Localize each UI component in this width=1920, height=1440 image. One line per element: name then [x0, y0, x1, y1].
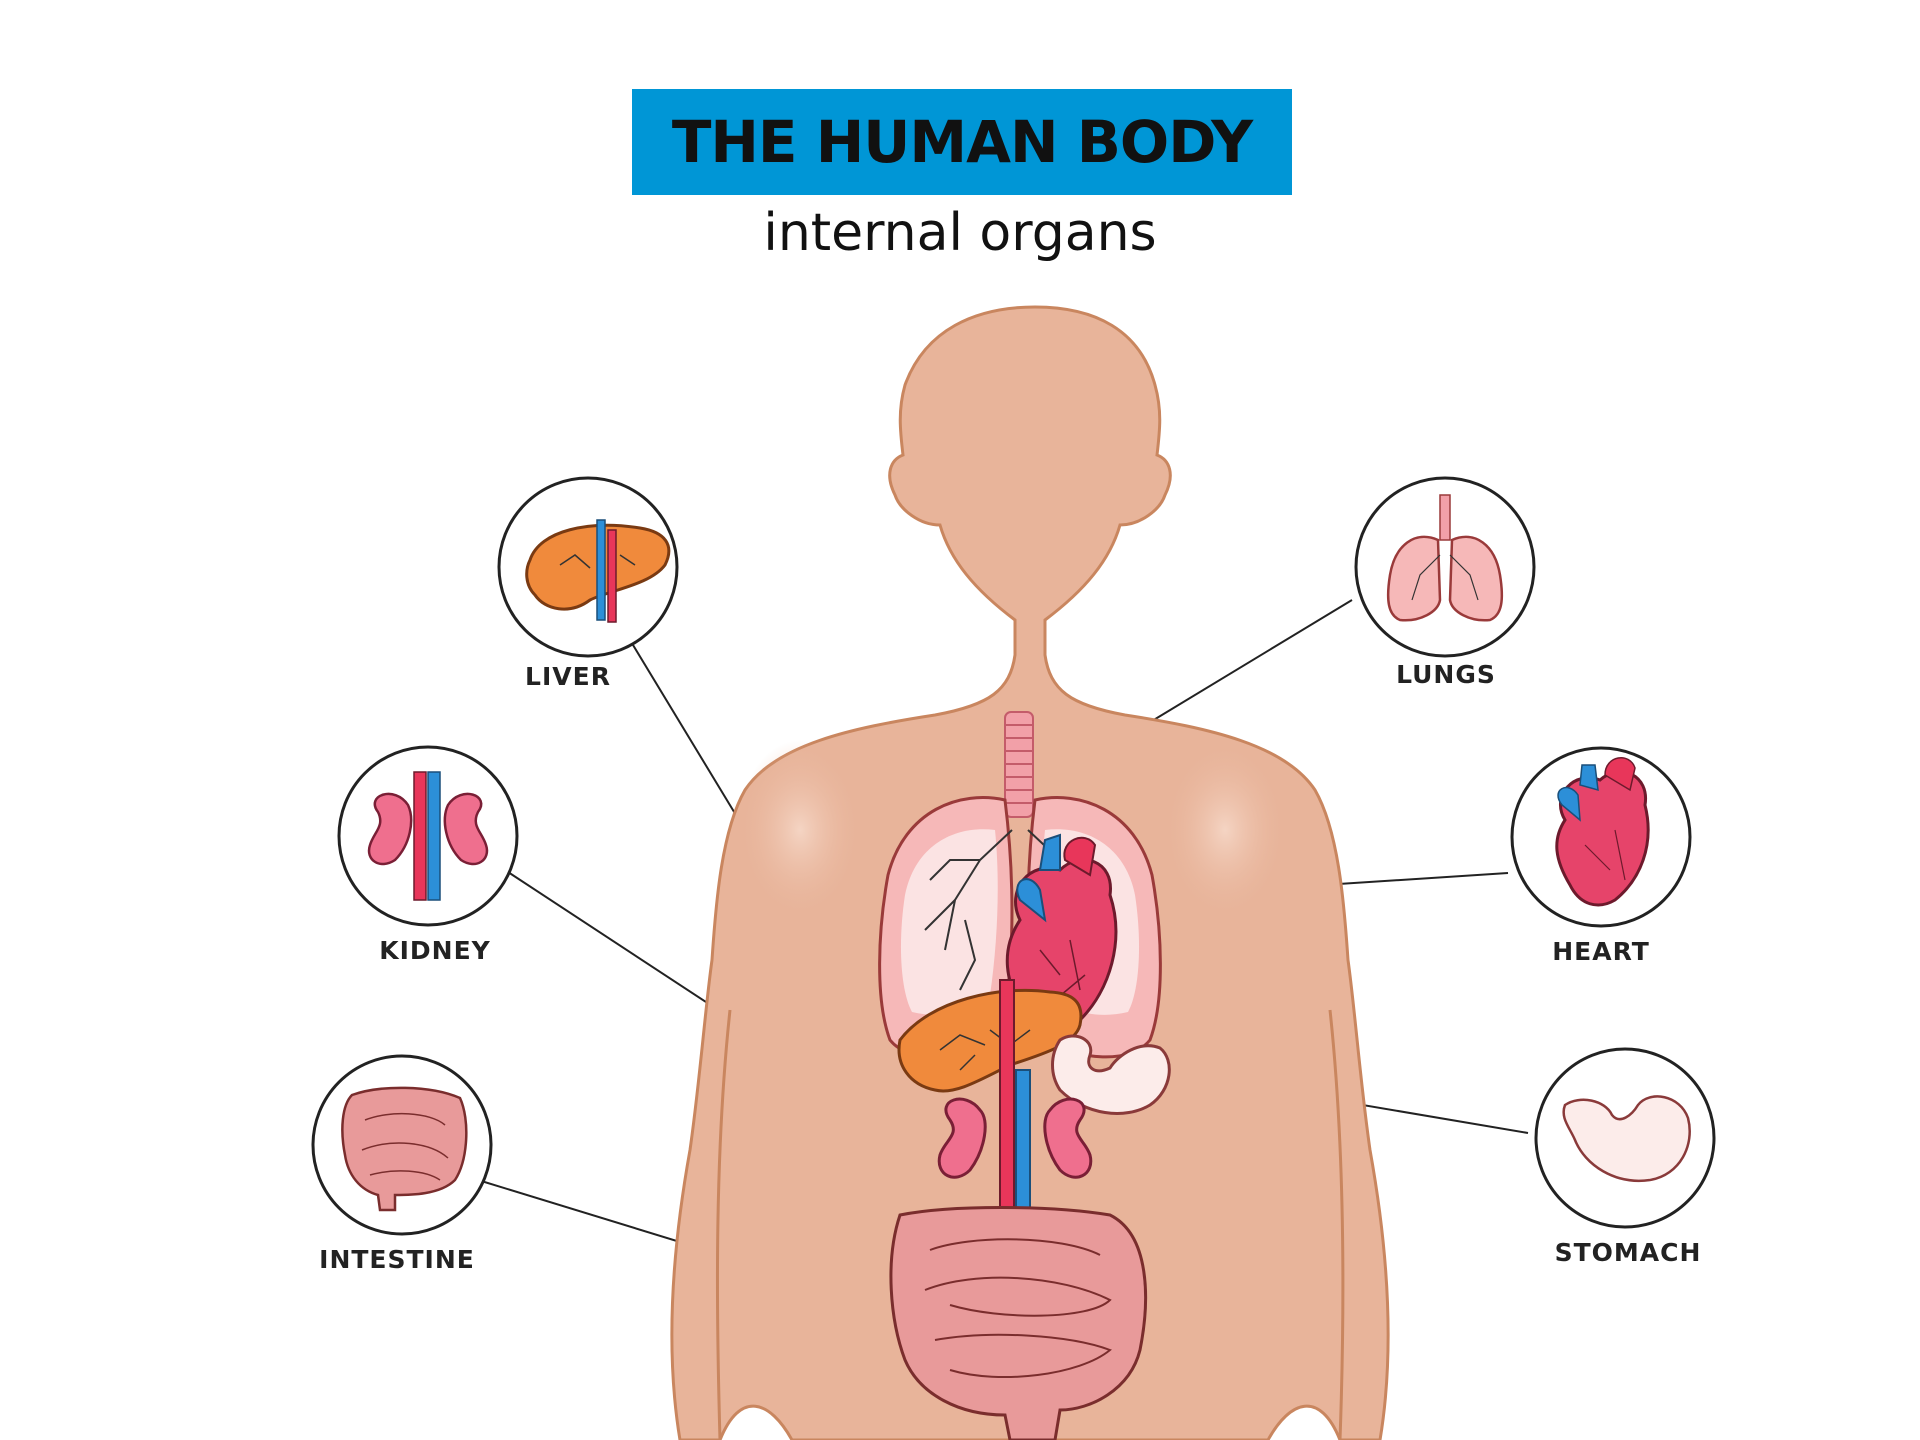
left-arm-line	[715, 1009, 732, 1440]
liver-connector	[632, 644, 743, 826]
trachea	[1004, 711, 1034, 818]
page-title: THE HUMAN BODY	[671, 108, 1253, 176]
right-kidney	[1043, 1097, 1093, 1179]
intestine-coils	[924, 1238, 1112, 1378]
left-kidney	[937, 1097, 987, 1179]
kidney-label: KIDNEY	[379, 936, 491, 965]
stomach-icon	[1562, 1095, 1691, 1183]
left-shoulder-highlight	[738, 740, 862, 920]
intestine-organ	[889, 1206, 1148, 1440]
lungs-label: LUNGS	[1396, 660, 1496, 689]
vena-cava	[1015, 1069, 1031, 1211]
title-banner: THE HUMAN BODY	[632, 89, 1292, 195]
lungs-icon	[1386, 494, 1504, 622]
liver-icon	[525, 519, 671, 623]
left-lung-inner	[900, 829, 998, 1015]
aorta	[999, 979, 1015, 1211]
lungs-connector	[1141, 599, 1353, 728]
liver-label: LIVER	[525, 662, 611, 691]
heart-organ	[1005, 833, 1118, 1032]
stomach-organ	[1051, 1034, 1171, 1115]
intestine-icon	[341, 1086, 468, 1212]
heart-label: HEART	[1552, 937, 1650, 966]
right-shoulder-highlight	[1163, 740, 1287, 920]
page-subtitle: internal organs	[763, 203, 1157, 263]
internal-organs	[878, 711, 1171, 1440]
kidney-icon	[367, 771, 489, 901]
right-arm-line	[1328, 1009, 1345, 1440]
stomach-label: STOMACH	[1554, 1238, 1702, 1267]
title-banner-bg	[632, 89, 1292, 195]
intestine-label: INTESTINE	[319, 1245, 475, 1274]
heart-icon	[1555, 757, 1650, 907]
